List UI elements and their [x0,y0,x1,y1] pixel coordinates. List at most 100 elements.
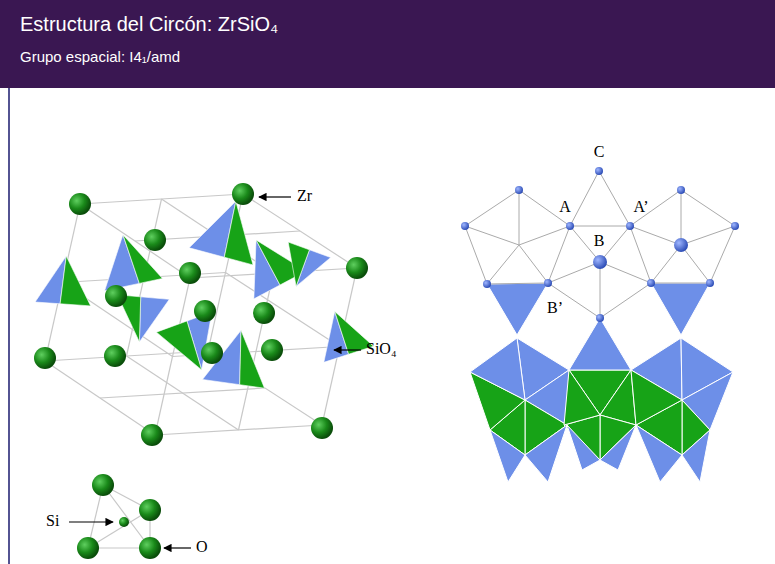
network-line [570,226,630,227]
o-atom [77,537,99,559]
atom-label: O [196,538,208,556]
network-line [519,245,548,283]
network-line [600,262,601,318]
page-title: Estructura del Circón: ZrSiO₄ [20,13,278,36]
network-line [600,283,651,318]
oxygen-dot [515,186,523,194]
zr-atom [105,285,127,307]
polyhedron-face [600,425,636,470]
space-group: Grupo espacial: I4₁/amd [20,48,180,65]
oxygen-dot [674,238,688,252]
network-line [630,226,681,245]
o-atom [92,474,114,496]
network-line [630,226,651,283]
network-line [600,262,651,283]
pointer-arrow [259,196,291,197]
network-line [681,190,735,226]
polyhedron-face [525,425,567,482]
frame-line [8,88,10,564]
network-line [548,283,600,318]
polyhedron-face [487,283,548,335]
zr-atom [104,345,126,367]
oxygen-dot [731,222,739,230]
oxygen-dot [596,314,604,322]
polyhedron-face [490,430,525,482]
o-atom [139,537,161,559]
unit-cell-wireframe [45,194,357,435]
network-line [651,245,681,283]
network-line [465,190,519,226]
polyhedron-face [651,283,710,335]
oxygen-dot [461,222,469,230]
cell-edge [100,388,265,398]
tetra-face [288,242,309,286]
oxygen-dot [677,186,685,194]
tetra-face [240,330,265,388]
site-label: A’ [633,198,648,216]
oxygen-dot [706,279,714,287]
network-line [681,190,682,245]
sio4-key [77,474,161,559]
zr-atom [69,193,91,215]
oxygen-dot [626,222,634,230]
pointer-arrows [69,197,361,548]
network-line [710,226,735,283]
network-line [487,283,548,284]
polyhedron-face [631,370,682,425]
site-label: A [559,198,571,216]
network-line [465,226,519,245]
polyhedron-face [682,430,710,482]
pointer-arrow [334,349,361,350]
network-line [519,190,570,226]
zr-atom [346,257,368,279]
site-label: B [594,232,605,250]
zr-atom [311,417,333,439]
zr-atom [179,262,201,284]
si-atom [119,517,129,527]
o-atom [139,499,161,521]
zr-atom [194,300,216,322]
tetra-face [60,256,91,306]
polyhedron-face [636,425,682,482]
zr-atom [141,424,163,446]
polyhedra-chain [461,167,739,482]
oxygen-dot [566,222,574,230]
oxygen-dot [544,279,552,287]
network-line [599,171,630,226]
zr-atom [232,183,254,205]
pointer-arrow [164,547,191,548]
network-line [519,190,520,245]
network-line [600,226,630,262]
sio4-tetrahedra [35,201,373,388]
tetra-face [156,321,201,370]
network-line [465,226,487,284]
group-label: SiO₄ [366,340,396,358]
zr-atom [144,229,166,251]
tetrahedron [189,201,253,265]
polyhedron-face [567,425,600,470]
tetrahedron [288,242,331,286]
oxygen-dot [647,279,655,287]
network-line [548,262,600,283]
network-line [548,226,570,283]
tetrahedron [35,256,91,306]
zr-atom [261,339,283,361]
pointer-arrow [69,521,113,522]
polyhedron-face [470,338,525,400]
network-line [651,283,710,284]
zr-atoms [34,183,368,446]
atom-label: Zr [297,187,312,205]
network-line [570,171,599,226]
network-line [630,190,681,226]
network-line [681,226,735,245]
network-line [487,245,519,284]
polyhedron-face [564,370,600,425]
zr-atom [253,302,275,324]
oxygen-dot [593,255,607,269]
network-line [519,226,570,245]
oxygen-dot [483,280,491,288]
polyhedron-face [569,318,631,370]
oxygen-dot [595,167,603,175]
